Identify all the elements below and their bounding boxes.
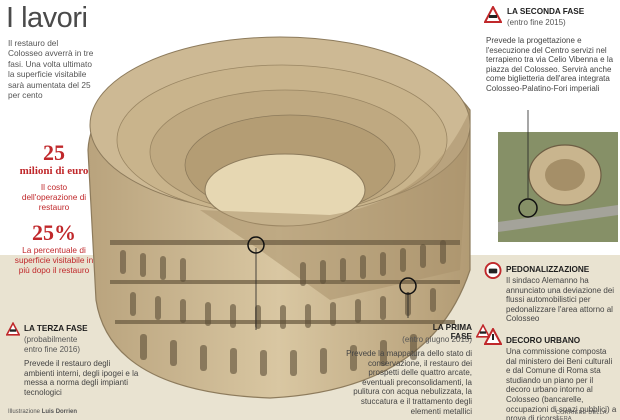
intro-text: Il restauro del Colosseo avverrà in tre …	[8, 38, 94, 101]
second-phase-heading: LA SECONDA FASE	[507, 7, 585, 16]
stat-cost-unit: milioni di euro	[19, 165, 89, 177]
decoro-heading: DECORO URBANO	[506, 336, 581, 345]
first-phase-heading: LA PRIMA FASE	[432, 323, 472, 341]
second-phase-period: (entro fine 2015)	[507, 18, 566, 27]
third-phase-heading: LA TERZA FASE	[24, 324, 88, 333]
stat-surface-caption: La percentuale di superficie visitabile …	[14, 245, 94, 276]
no-cars-icon	[484, 262, 502, 279]
stat-surface-value: 25%	[32, 220, 76, 245]
illustration-credit: Illustrazione Luis Dorrien	[8, 409, 77, 415]
source-credit: CORRIERE DELLA SERA	[556, 410, 607, 420]
first-phase-text: Prevede la mappatura dello stato di cons…	[346, 349, 472, 416]
first-phase-period: (entro giugno 2015)	[402, 335, 472, 344]
aerial-photo	[498, 132, 618, 242]
illustrator-name: Luis Dorrien	[41, 409, 78, 415]
pedestrian-text: Il sindaco Alemanno ha annunciato una de…	[506, 276, 615, 324]
warning-icon	[476, 324, 490, 338]
stat-cost-caption: Il costo dell'operazione di restauro	[21, 182, 87, 213]
second-phase-text: Prevede la progettazione e l'esecuzione …	[486, 36, 614, 93]
warning-icon	[6, 322, 20, 336]
warning-icon	[484, 6, 502, 23]
third-phase-text: Prevede il restauro degli ambienti inter…	[24, 359, 139, 397]
third-phase-period: (probabilmente entro fine 2016)	[24, 335, 81, 354]
illustration-label: Illustrazione	[8, 409, 41, 415]
stat-cost-value: 25	[43, 140, 65, 165]
page-title: I lavori	[6, 2, 88, 34]
pedestrian-heading: PEDONALIZZAZIONE	[506, 265, 590, 274]
decoro-text: Una commissione composta dal ministero d…	[506, 347, 617, 420]
